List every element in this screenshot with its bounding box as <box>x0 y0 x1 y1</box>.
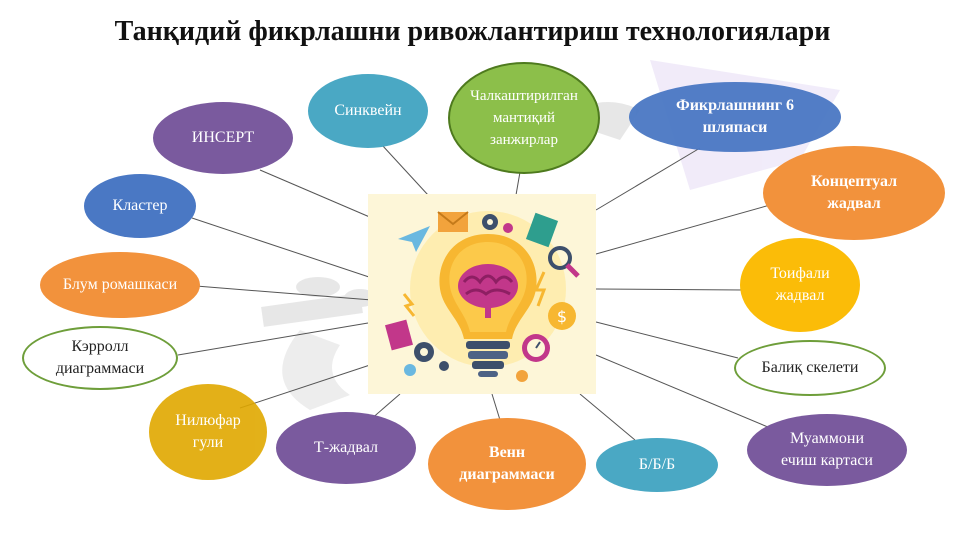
node-konseptual-jadval: Концептуал жадвал <box>763 146 945 240</box>
node-6-shlyapa: Фикрлашнинг 6 шляпаси <box>629 82 841 152</box>
node-muammo-kartasi: Муаммони ечиш картаси <box>747 414 907 486</box>
node-bbb: Б/Б/Б <box>596 438 718 492</box>
node-blum-romashkasi: Блум ромашкаси <box>40 252 200 318</box>
node-mantiqiy-zanjirlar: Чалкаштирилган мантиқий занжирлар <box>448 62 600 174</box>
center-illustration: $ <box>368 194 596 394</box>
node-venn-diagrammasi: Венн диаграммаси <box>428 418 586 510</box>
node-t-jadval: Т-жадвал <box>276 412 416 484</box>
node-nilufar-guli: Нилюфар гули <box>149 384 267 480</box>
svg-text:$: $ <box>557 307 567 326</box>
node-klaster: Кластер <box>84 174 196 238</box>
node-insert: ИНСЕРТ <box>153 102 293 174</box>
brain-lightbulb-icon: $ <box>385 211 580 382</box>
node-kerroll-diagrammasi: Кэрролл диаграммаси <box>22 326 178 390</box>
page-title: Танқидий фикрлашни ривожлантириш техноло… <box>114 16 831 47</box>
node-toifali-jadval: Тоифали жадвал <box>740 238 860 332</box>
node-sinkveyn: Синквейн <box>308 74 428 148</box>
node-baliq-skeleti: Балиқ скелети <box>734 340 886 396</box>
